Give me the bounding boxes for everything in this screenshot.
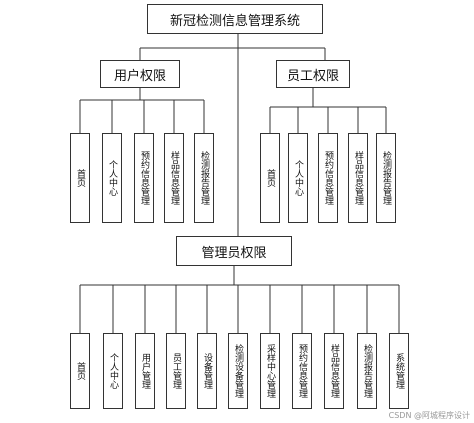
branch-node-1: 员工权限	[276, 60, 350, 88]
leaf-node: 样品信息管理	[324, 333, 344, 409]
leaf-node: 个人中心	[103, 333, 123, 409]
root-node: 新冠检测信息管理系统	[147, 4, 323, 34]
leaf-node: 样品信息管理	[164, 133, 184, 223]
leaf-node: 检测设备管理	[228, 333, 248, 409]
leaf-node: 用户管理	[135, 333, 155, 409]
leaf-node: 首页	[260, 133, 280, 223]
leaf-node: 预约信息管理	[318, 133, 338, 223]
leaf-node: 个人中心	[288, 133, 308, 223]
branch-node-0: 用户权限	[100, 60, 180, 88]
leaf-node: 系统管理	[389, 333, 409, 409]
leaf-node: 个人中心	[102, 133, 122, 223]
watermark: CSDN @阿城程序设计	[388, 411, 470, 420]
leaf-node: 采样中心管理	[260, 333, 280, 409]
leaf-node: 预约信息管理	[134, 133, 154, 223]
leaf-node: 样品信息管理	[348, 133, 368, 223]
leaf-node: 设备管理	[197, 333, 217, 409]
leaf-node: 首页	[70, 333, 90, 409]
leaf-node: 检测报告管理	[376, 133, 396, 223]
branch-node-2: 管理员权限	[176, 236, 292, 266]
leaf-node: 检测报告管理	[194, 133, 214, 223]
leaf-node: 首页	[70, 133, 90, 223]
leaf-node: 检测报告管理	[357, 333, 377, 409]
leaf-node: 员工管理	[166, 333, 186, 409]
leaf-node: 预约信息管理	[292, 333, 312, 409]
